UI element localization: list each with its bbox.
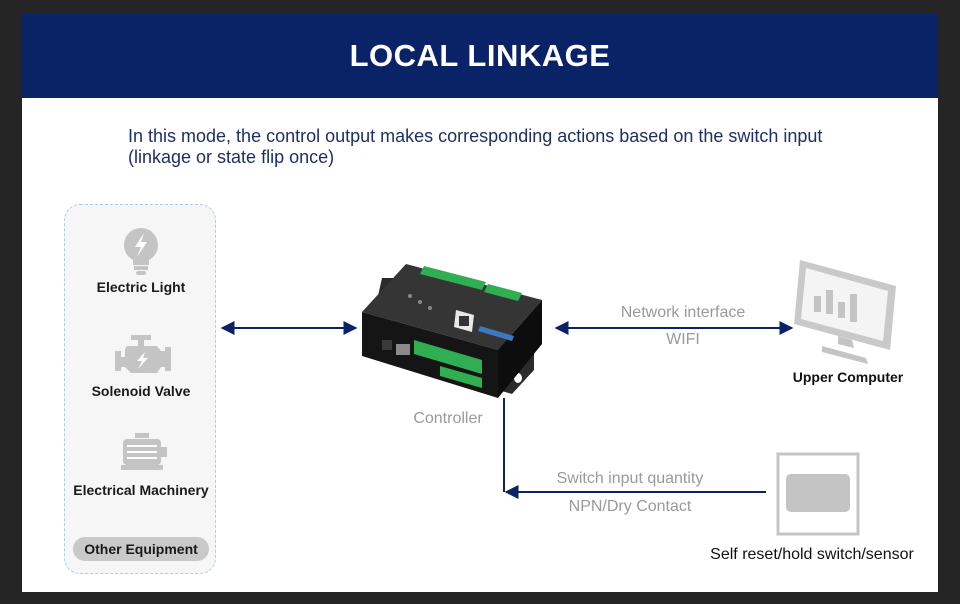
header-bar: LOCAL LINKAGE	[22, 14, 938, 98]
mode-description: In this mode, the control output makes c…	[128, 126, 823, 167]
light-bulb-icon	[124, 228, 158, 275]
monitor-chart-icon	[794, 260, 896, 364]
equipment-label-electrical-machinery: Electrical Machinery	[73, 482, 209, 498]
equipment-label-solenoid-valve: Solenoid Valve	[91, 383, 191, 399]
controller-label: Controller	[413, 410, 483, 427]
controller-device	[362, 264, 542, 398]
switch-sensor-icon	[776, 452, 860, 536]
equipment-label-electric-light: Electric Light	[96, 279, 186, 295]
upper-computer-label: Upper Computer	[792, 369, 904, 385]
other-equipment-button[interactable]: Other Equipment	[73, 537, 209, 561]
network-interface-label: Network interface	[620, 304, 746, 321]
npn-dry-contact-label: NPN/Dry Contact	[568, 498, 692, 515]
linkage-diagram	[220, 260, 896, 536]
engine-icon	[115, 335, 171, 373]
motor-icon	[121, 433, 167, 470]
wifi-label: WIFI	[666, 331, 700, 348]
switch-input-quantity-label: Switch input quantity	[556, 470, 704, 487]
sensor-label: Self reset/hold switch/sensor	[710, 546, 914, 563]
page-title: LOCAL LINKAGE	[349, 38, 611, 73]
equipment-panel: Electric Light Solenoid Valve Electrical…	[64, 204, 216, 574]
diagram-frame: LOCAL LINKAGE In this mode, the control …	[22, 14, 938, 592]
